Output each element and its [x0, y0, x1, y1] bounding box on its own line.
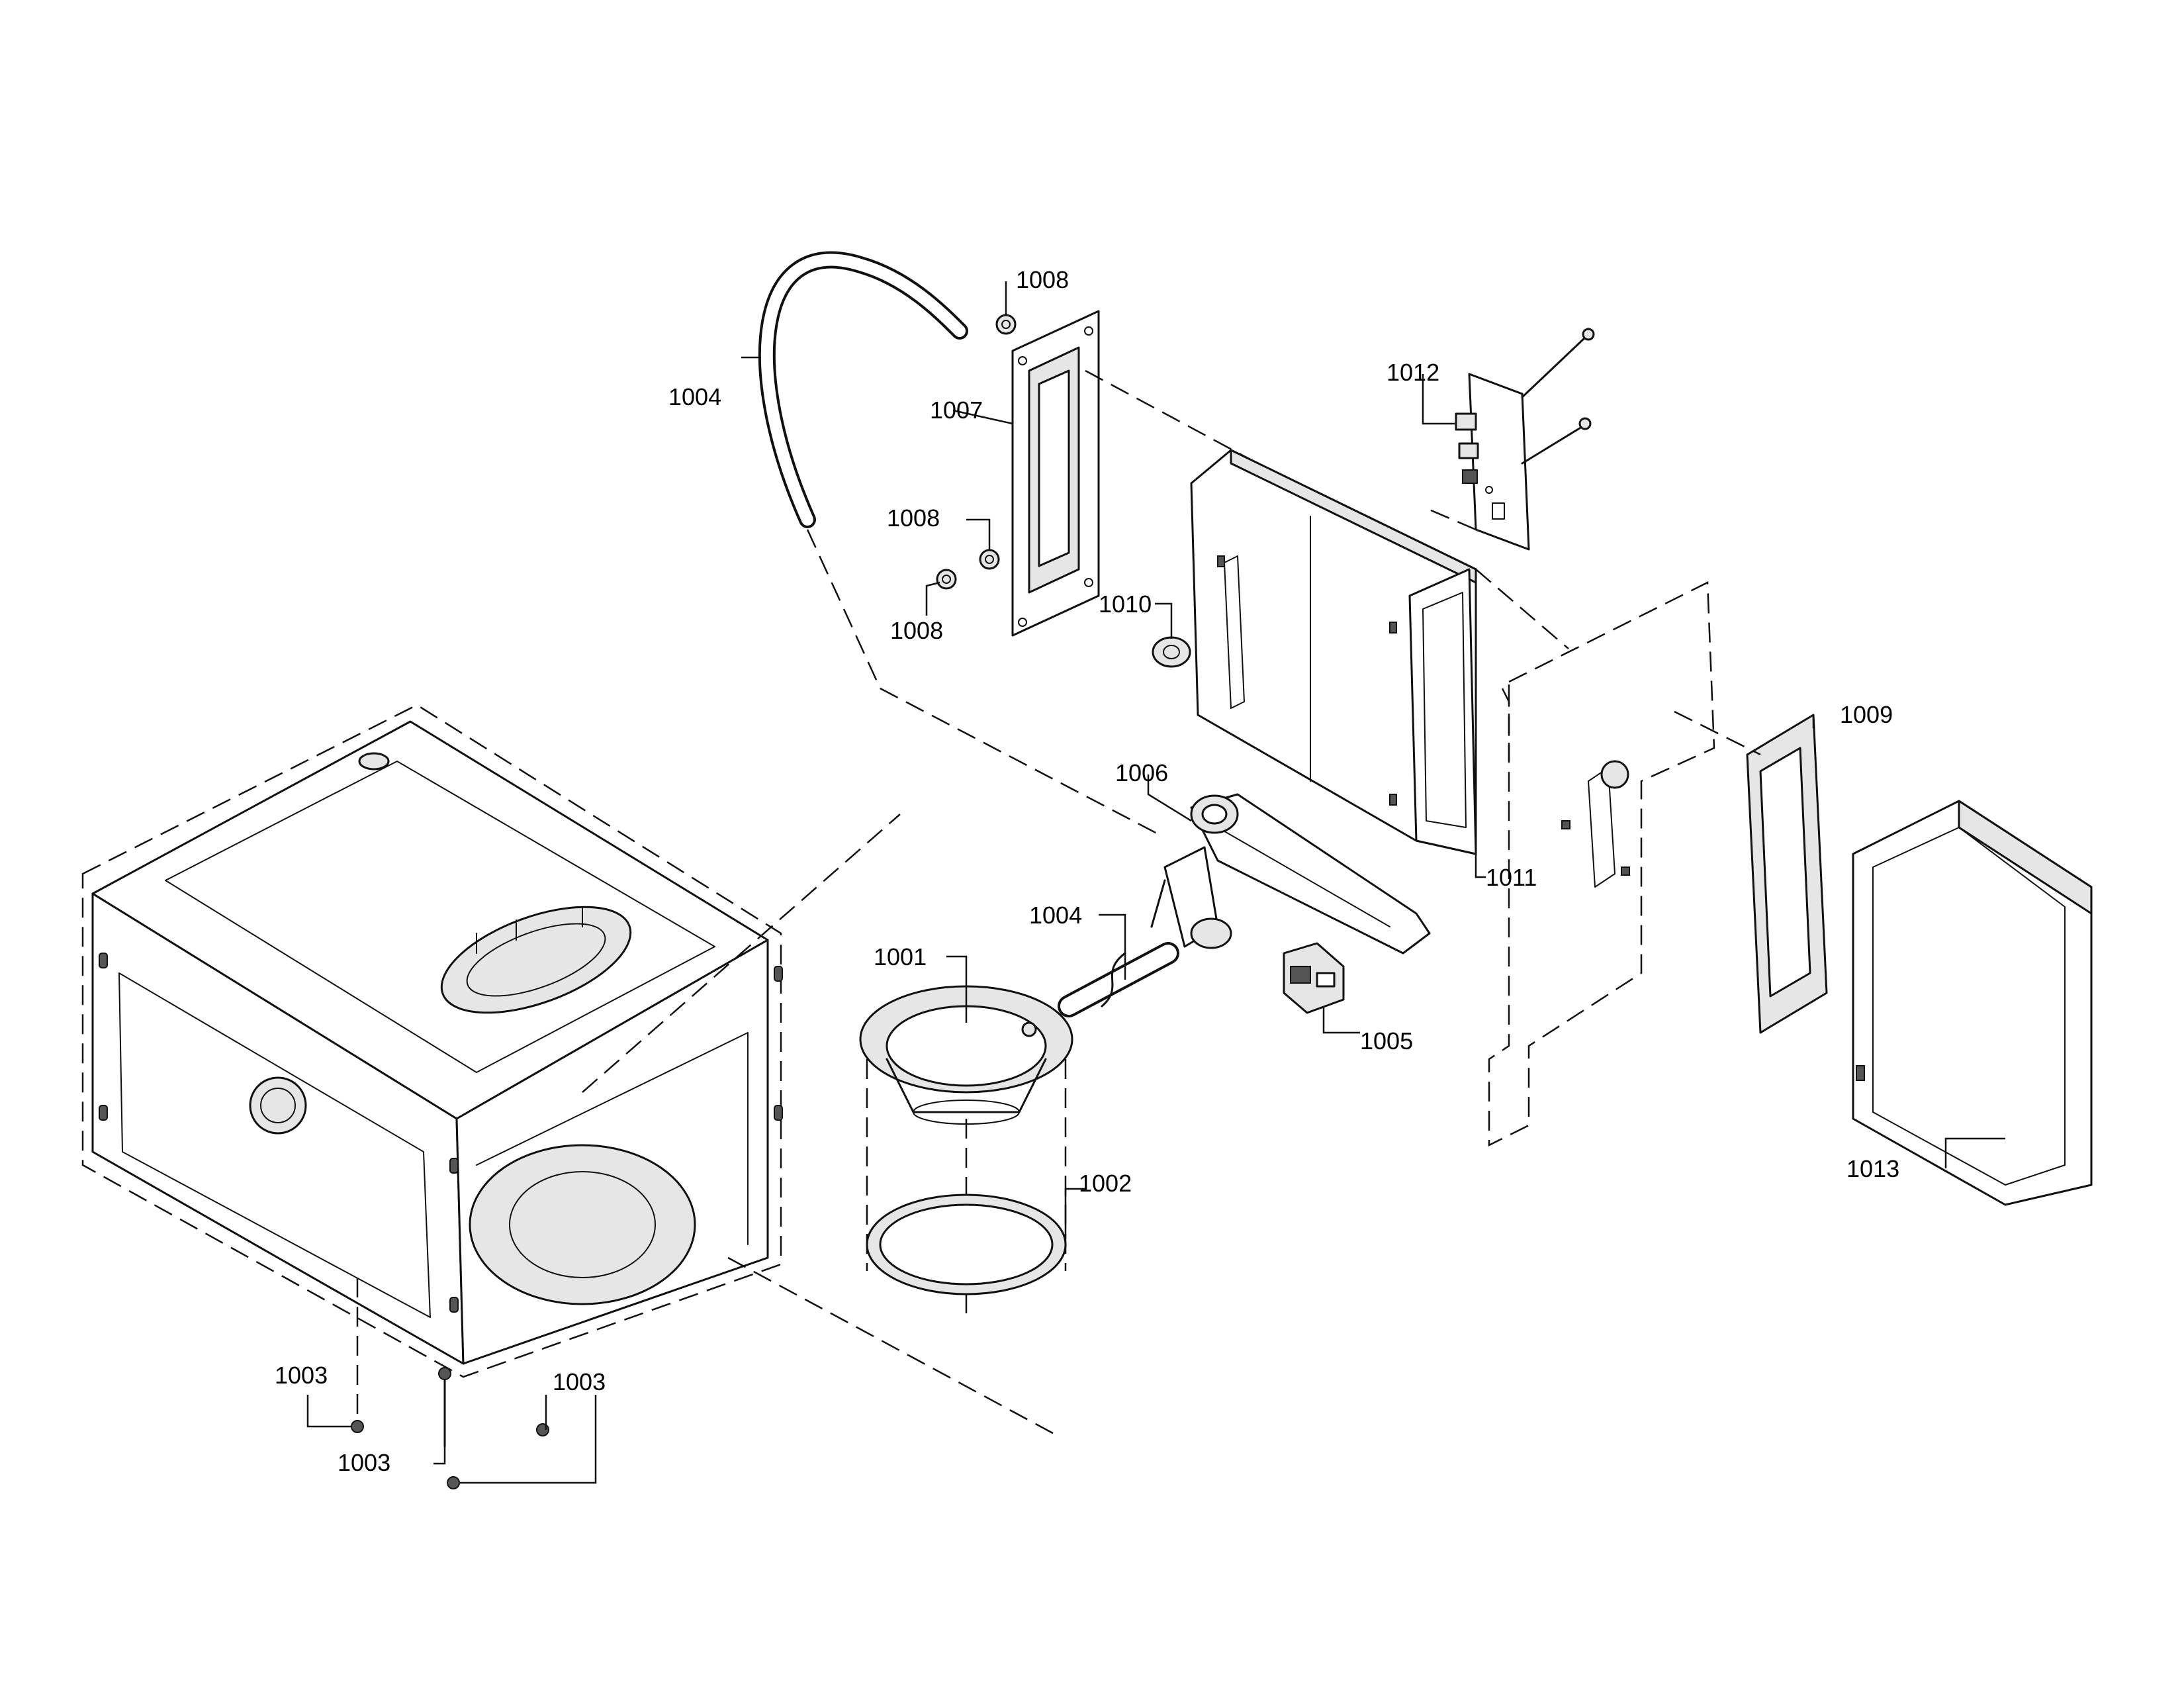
nut-1008-c	[936, 569, 957, 590]
callout-1009: 1009	[1840, 701, 1893, 728]
callout-1002: 1002	[1079, 1170, 1132, 1197]
screw-1003-b	[438, 1367, 451, 1448]
valve-assembly-1006	[1150, 793, 1431, 955]
callout-1005: 1005	[1360, 1027, 1413, 1055]
nut-1008-b	[979, 549, 1000, 570]
hose-1004-top	[758, 251, 968, 528]
solenoid-1005	[1283, 942, 1345, 1014]
screw-pcb-lower	[1521, 417, 1592, 465]
callout-1010: 1010	[1099, 590, 1152, 618]
callout-1011: 1011	[1486, 864, 1537, 891]
water-tank-1011	[1190, 449, 1477, 855]
screw-pcb-upper	[1521, 328, 1595, 399]
callout-1004-top: 1004	[668, 383, 721, 410]
screw-1003-a	[351, 1420, 364, 1433]
bracket-1007	[1011, 310, 1100, 637]
callout-1004-short: 1004	[1029, 902, 1082, 929]
screw-1003-c	[536, 1423, 549, 1436]
nut-1008-a	[995, 314, 1017, 335]
callout-1003-a: 1003	[275, 1362, 328, 1389]
callout-1003-b: 1003	[338, 1449, 390, 1476]
cover-1013	[1852, 800, 2093, 1206]
callout-1008-a: 1008	[1016, 266, 1069, 293]
callout-1008-c: 1008	[890, 617, 943, 644]
callout-1001: 1001	[874, 943, 927, 970]
mounting-wall	[1488, 581, 1715, 1147]
callout-1007: 1007	[930, 397, 983, 424]
callout-1008-b: 1008	[887, 504, 940, 532]
seal-1010	[1152, 636, 1191, 668]
callout-1012: 1012	[1387, 359, 1439, 386]
oven-cavity-body	[81, 704, 783, 1378]
callout-1006: 1006	[1115, 759, 1168, 786]
callout-1003-c: 1003	[553, 1368, 606, 1395]
hose-1004-short	[1058, 942, 1179, 1017]
pcb-1012	[1455, 373, 1530, 551]
callout-1013: 1013	[1846, 1155, 1899, 1182]
screw-1003-d	[447, 1476, 460, 1489]
gasket-1009	[1746, 714, 1828, 1034]
fan-ring-1001	[859, 985, 1073, 1125]
gasket-1002	[866, 1194, 1067, 1295]
